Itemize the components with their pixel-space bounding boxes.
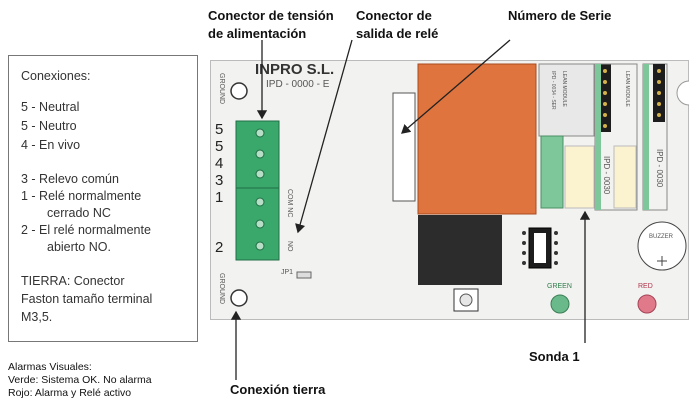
legend-line: 3 - Relevo común [21, 172, 119, 186]
power-connector-label: de alimentación [208, 26, 307, 41]
red-led-label: RED [638, 283, 653, 290]
com-nc-label: COM NC [286, 189, 293, 218]
ground-label-top: GROUND [218, 73, 225, 105]
module-label: IPD - 0030 [655, 149, 664, 188]
module-label: LEAN MODULE [561, 71, 567, 107]
buzzer [637, 221, 687, 271]
model-number: IPD - 0000 - E [266, 79, 330, 90]
module-label: IPD - 0034 - SER [550, 71, 556, 110]
legend-line: 4 - En vivo [21, 138, 81, 152]
alarm-line: Alarmas Visuales: [8, 361, 92, 373]
relay-connector-label: salida de relé [356, 26, 439, 41]
jp1-jumper [296, 271, 312, 279]
terminal-number: 5 [215, 138, 224, 155]
ground-hole-top [230, 82, 248, 100]
legend-title: Conexiones: [21, 69, 91, 83]
legend-line: 2 - El relé normalmente [21, 223, 151, 237]
relay-connector-label: Conector de [356, 8, 432, 23]
white-connector [392, 92, 416, 202]
module-label: IPD - 0030 [602, 156, 611, 195]
green-led-label: GREEN [547, 283, 572, 290]
no-label: NO [286, 241, 293, 252]
alarm-line: Rojo: Alarma y Relé activo [8, 387, 132, 399]
module-label: LEAN MODULE [624, 71, 630, 107]
red-led [637, 294, 657, 314]
ground-connection-label: Conexión tierra [230, 382, 326, 397]
alarm-line: Verde: Sistema OK. No alarma [8, 374, 152, 386]
ground-hole-bottom [230, 289, 248, 307]
ic-chip [418, 215, 502, 285]
jp1-label: JP1 [281, 269, 294, 276]
legend-line: TIERRA: Conector [21, 274, 125, 288]
legend-line: abierto NO. [47, 240, 111, 254]
terminal-number: 1 [215, 189, 224, 206]
legend-line: 5 - Neutro [21, 119, 77, 133]
relay [417, 63, 537, 215]
terminal-number: 4 [215, 155, 224, 172]
power-connector-label: Conector de tensión [208, 8, 334, 23]
pin-header [599, 64, 611, 132]
serial-module [538, 63, 595, 137]
legend-line: 5 - Neutral [21, 100, 80, 114]
green-led [550, 294, 570, 314]
terminal-number: 3 [215, 172, 224, 189]
legend-line: cerrado NC [47, 206, 111, 220]
terminal-number: 5 [215, 121, 224, 138]
terminal-number: 2 [215, 239, 224, 256]
company-name: INPRO S.L. [255, 61, 335, 78]
connections-legend: Conexiones: 5 - Neutral 5 - Neutro 4 - E… [8, 55, 198, 342]
pcb-board: INPRO S.L. IPD - 0000 - E GROUND GROUND … [210, 60, 689, 320]
legend-line: Faston tamaño terminal [21, 292, 153, 306]
probe-label: Sonda 1 [529, 349, 580, 364]
legend-line: 1 - Relé normalmente [21, 189, 142, 203]
serial-number-label: Número de Serie [508, 8, 612, 23]
buzzer-label: BUZZER [649, 234, 673, 240]
pcb-drawing [230, 63, 689, 314]
ground-label-bottom: GROUND [218, 273, 225, 305]
legend-line: M3,5. [21, 310, 53, 324]
